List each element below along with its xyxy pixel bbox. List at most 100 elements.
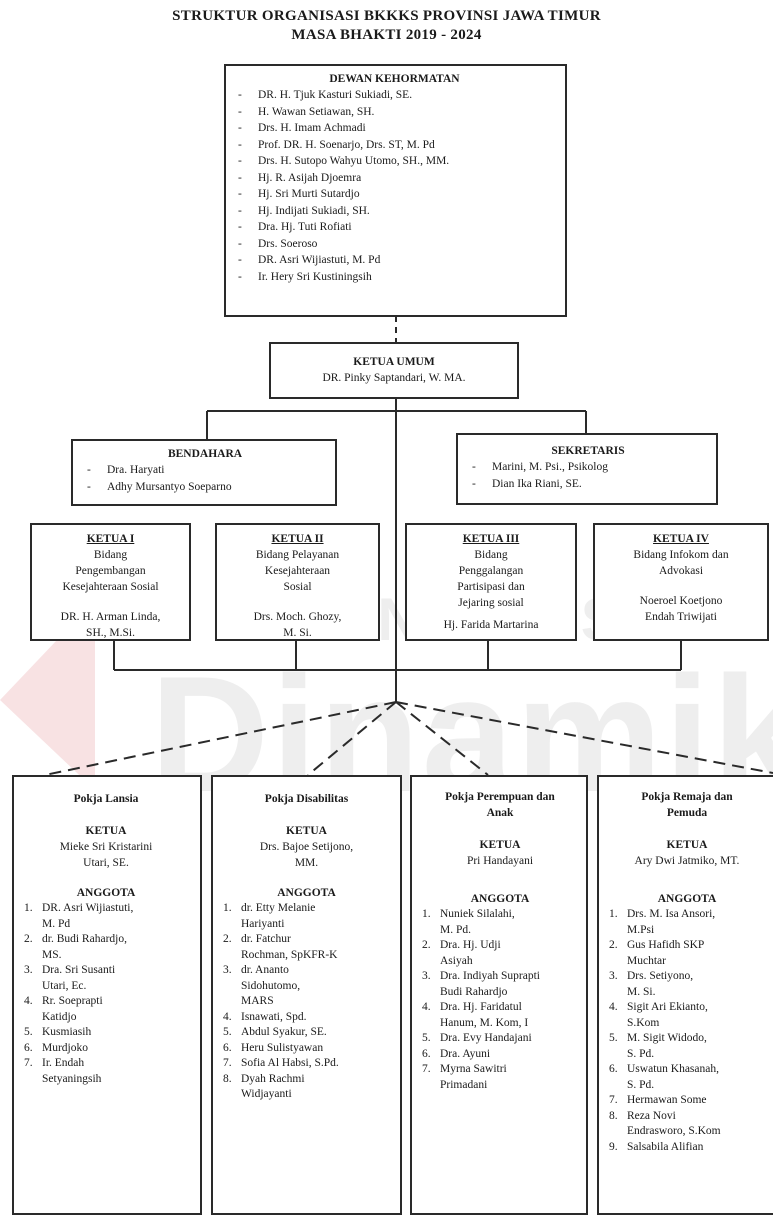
dewan-member: Drs. H. Imam Achmadi <box>232 120 557 137</box>
ketua-2-name-line: Drs. Moch. Ghozy, <box>253 611 342 623</box>
pokja-lansia-ketua-label: KETUA <box>85 825 127 837</box>
dewan-member: Hj. R. Asijah Djoemra <box>232 170 557 187</box>
bendahara-title: BENDAHARA <box>167 448 243 460</box>
list-item: 6.Murdjoko <box>24 1041 88 1054</box>
list-item: 1.DR. Asri Wijiastuti,M. Pd <box>24 902 134 930</box>
sekretaris-member: Marini, M. Psi., Psikolog <box>466 459 710 476</box>
ketua-3-bidang-line: Jejaring sosial <box>458 597 524 609</box>
ketua-4-name-line: Noeroel Koetjono <box>639 595 723 607</box>
list-item: 2.dr. Budi Rahardjo,MS. <box>24 933 127 961</box>
pokja-perempuan-anak-box: Pokja Perempuan dan Anak KETUA Pri Handa… <box>410 775 588 1215</box>
list-item: 1.Drs. M. Isa Ansori,M.Psi <box>609 908 716 936</box>
ketua-umum-box: KETUA UMUM DR. Pinky Saptandari, W. MA. <box>269 342 519 399</box>
pokja-disabilitas-ketua-line: MM. <box>294 857 319 869</box>
dewan-member: Drs. H. Sutopo Wahyu Utomo, SH., MM. <box>232 153 557 170</box>
ketua-3-bidang-line: Bidang <box>474 549 508 561</box>
dewan-member: Dra. Hj. Tuti Rofiati <box>232 219 557 236</box>
dewan-kehormatan-title: DEWAN KEHORMATAN <box>329 73 460 85</box>
pokja-remaja-pemuda-box: Pokja Remaja dan Pemuda KETUA Ary Dwi Ja… <box>597 775 773 1215</box>
sekretaris-member-list: Marini, M. Psi., Psikolog Dian Ika Riani… <box>466 459 710 492</box>
pokja-perempuan-anak-anggota-list: 1.Nuniek Silalahi,M. Pd. 2.Dra. Hj. Udji… <box>418 907 582 1093</box>
chart-title-line2: MASA BHAKTI 2019 - 2024 <box>291 27 482 43</box>
ketua-1-name-line: DR. H. Arman Linda, <box>60 611 161 623</box>
ketua-2-box: KETUA II Bidang Pelayanan Kesejahteraan … <box>215 523 380 641</box>
ketua-4-title: KETUA IV <box>653 533 709 545</box>
pokja-remaja-pemuda-title: Pokja Remaja dan <box>641 791 733 803</box>
sekretaris-member: Dian Ika Riani, SE. <box>466 476 710 493</box>
bendahara-box: BENDAHARA Dra. Haryati Adhy Mursantyo So… <box>71 439 337 506</box>
ketua-3-name-line: Hj. Farida Martarina <box>443 619 539 631</box>
pokja-disabilitas-box: Pokja Disabilitas KETUA Drs. Bajoe Setij… <box>211 775 402 1215</box>
bendahara-member-list: Dra. Haryati Adhy Mursantyo Soeparno <box>81 462 329 495</box>
ketua-1-box: KETUA I Bidang Pengembangan Kesejahteraa… <box>30 523 191 641</box>
pokja-lansia-title: Pokja Lansia <box>73 793 139 805</box>
pokja-lansia-box: Pokja Lansia KETUA Mieke Sri Kristarini … <box>12 775 202 1215</box>
dewan-member: Hj. Indijati Sukiadi, SH. <box>232 203 557 220</box>
pokja-perempuan-anak-ketua-label: KETUA <box>479 839 521 851</box>
pokja-lansia-ketua-line: Mieke Sri Kristarini <box>59 841 153 853</box>
pokja-perempuan-anak-title: Anak <box>486 807 514 819</box>
pokja-disabilitas-ketua-label: KETUA <box>286 825 327 837</box>
sekretaris-box: SEKRETARIS Marini, M. Psi., Psikolog Dia… <box>456 433 718 505</box>
list-item: 7.Sofia Al Habsi, S.Pd. <box>223 1057 339 1069</box>
ketua-3-box: KETUA III Bidang Penggalangan Partisipas… <box>405 523 577 641</box>
pokja-lansia-anggota-label: ANGGOTA <box>76 887 136 899</box>
pokja-disabilitas-ketua-line: Drs. Bajoe Setijono, <box>259 841 354 853</box>
pokja-remaja-pemuda-ketua-label: KETUA <box>666 839 708 851</box>
ketua-1-bidang-line: Kesejahteraan Sosial <box>62 581 159 593</box>
list-item: 5.Kusmiasih <box>24 1026 92 1038</box>
list-item: 1.Nuniek Silalahi,M. Pd. <box>422 908 515 936</box>
list-item: 6.Heru Sulistyawan <box>223 1041 324 1054</box>
ketua-2-name-line: M. Si. <box>283 627 312 639</box>
ketua-2-bidang-line: Bidang Pelayanan <box>255 549 340 561</box>
ketua-3-bidang-line: Penggalangan <box>458 565 524 577</box>
dewan-member: Drs. Soeroso <box>232 236 557 253</box>
list-item: 5.M. Sigit Widodo,S. Pd. <box>609 1032 707 1060</box>
dewan-member: Ir. Hery Sri Kustiningsih <box>232 269 557 286</box>
ketua-4-name-line: Endah Triwijati <box>645 611 717 623</box>
ketua-1-name-line: SH., M.Si. <box>86 627 135 639</box>
chart-title-line1: STRUKTUR ORGANISASI BKKKS PROVINSI JAWA … <box>172 8 601 24</box>
list-item: 3.Drs. Setiyono,M. Si. <box>609 970 694 998</box>
ketua-2-bidang-line: Sosial <box>283 581 312 593</box>
bendahara-member: Adhy Mursantyo Soeparno <box>81 479 329 496</box>
list-item: 4.Isnawati, Spd. <box>223 1010 307 1023</box>
pokja-perempuan-anak-ketua-line: Pri Handayani <box>466 855 534 867</box>
list-item: 7.Hermawan Some <box>609 1094 707 1106</box>
dewan-member: DR. Asri Wijiastuti, M. Pd <box>232 252 557 269</box>
dewan-member: DR. H. Tjuk Kasturi Sukiadi, SE. <box>232 87 557 104</box>
ketua-4-box: KETUA IV Bidang Infokom dan Advokasi Noe… <box>593 523 769 641</box>
ketua-2-bidang-line: Kesejahteraan <box>264 565 331 577</box>
ketua-3-bidang-line: Partisipasi dan <box>457 581 525 593</box>
ketua-1-bidang-line: Bidang <box>93 549 128 561</box>
ketua-1-title: KETUA I <box>86 533 135 545</box>
pokja-remaja-pemuda-title: Pemuda <box>666 807 708 819</box>
list-item: 5.Dra. Evy Handajani <box>422 1032 532 1044</box>
bendahara-member: Dra. Haryati <box>81 462 329 479</box>
ketua-2-title: KETUA II <box>271 533 324 545</box>
list-item: 5.Abdul Syakur, SE. <box>223 1026 327 1038</box>
ketua-1-bidang-line: Pengembangan <box>75 565 146 577</box>
list-item: 4.Sigit Ari Ekianto,S.Kom <box>609 1001 708 1029</box>
sekretaris-title: SEKRETARIS <box>551 445 625 457</box>
list-item: 6.Uswatun Khasanah,S. Pd. <box>609 1063 719 1091</box>
ketua-4-bidang-line: Advokasi <box>658 565 704 577</box>
pokja-lansia-anggota-list: 1.DR. Asri Wijiastuti,M. Pd 2.dr. Budi R… <box>20 901 192 1087</box>
pokja-perempuan-anak-title: Pokja Perempuan dan <box>445 791 555 803</box>
dewan-member: Hj. Sri Murti Sutardjo <box>232 186 557 203</box>
ketua-umum-name: DR. Pinky Saptandari, W. MA. <box>322 372 466 384</box>
dewan-member: H. Wawan Setiawan, SH. <box>232 104 557 121</box>
ketua-4-bidang-line: Bidang Infokom dan <box>633 549 729 561</box>
